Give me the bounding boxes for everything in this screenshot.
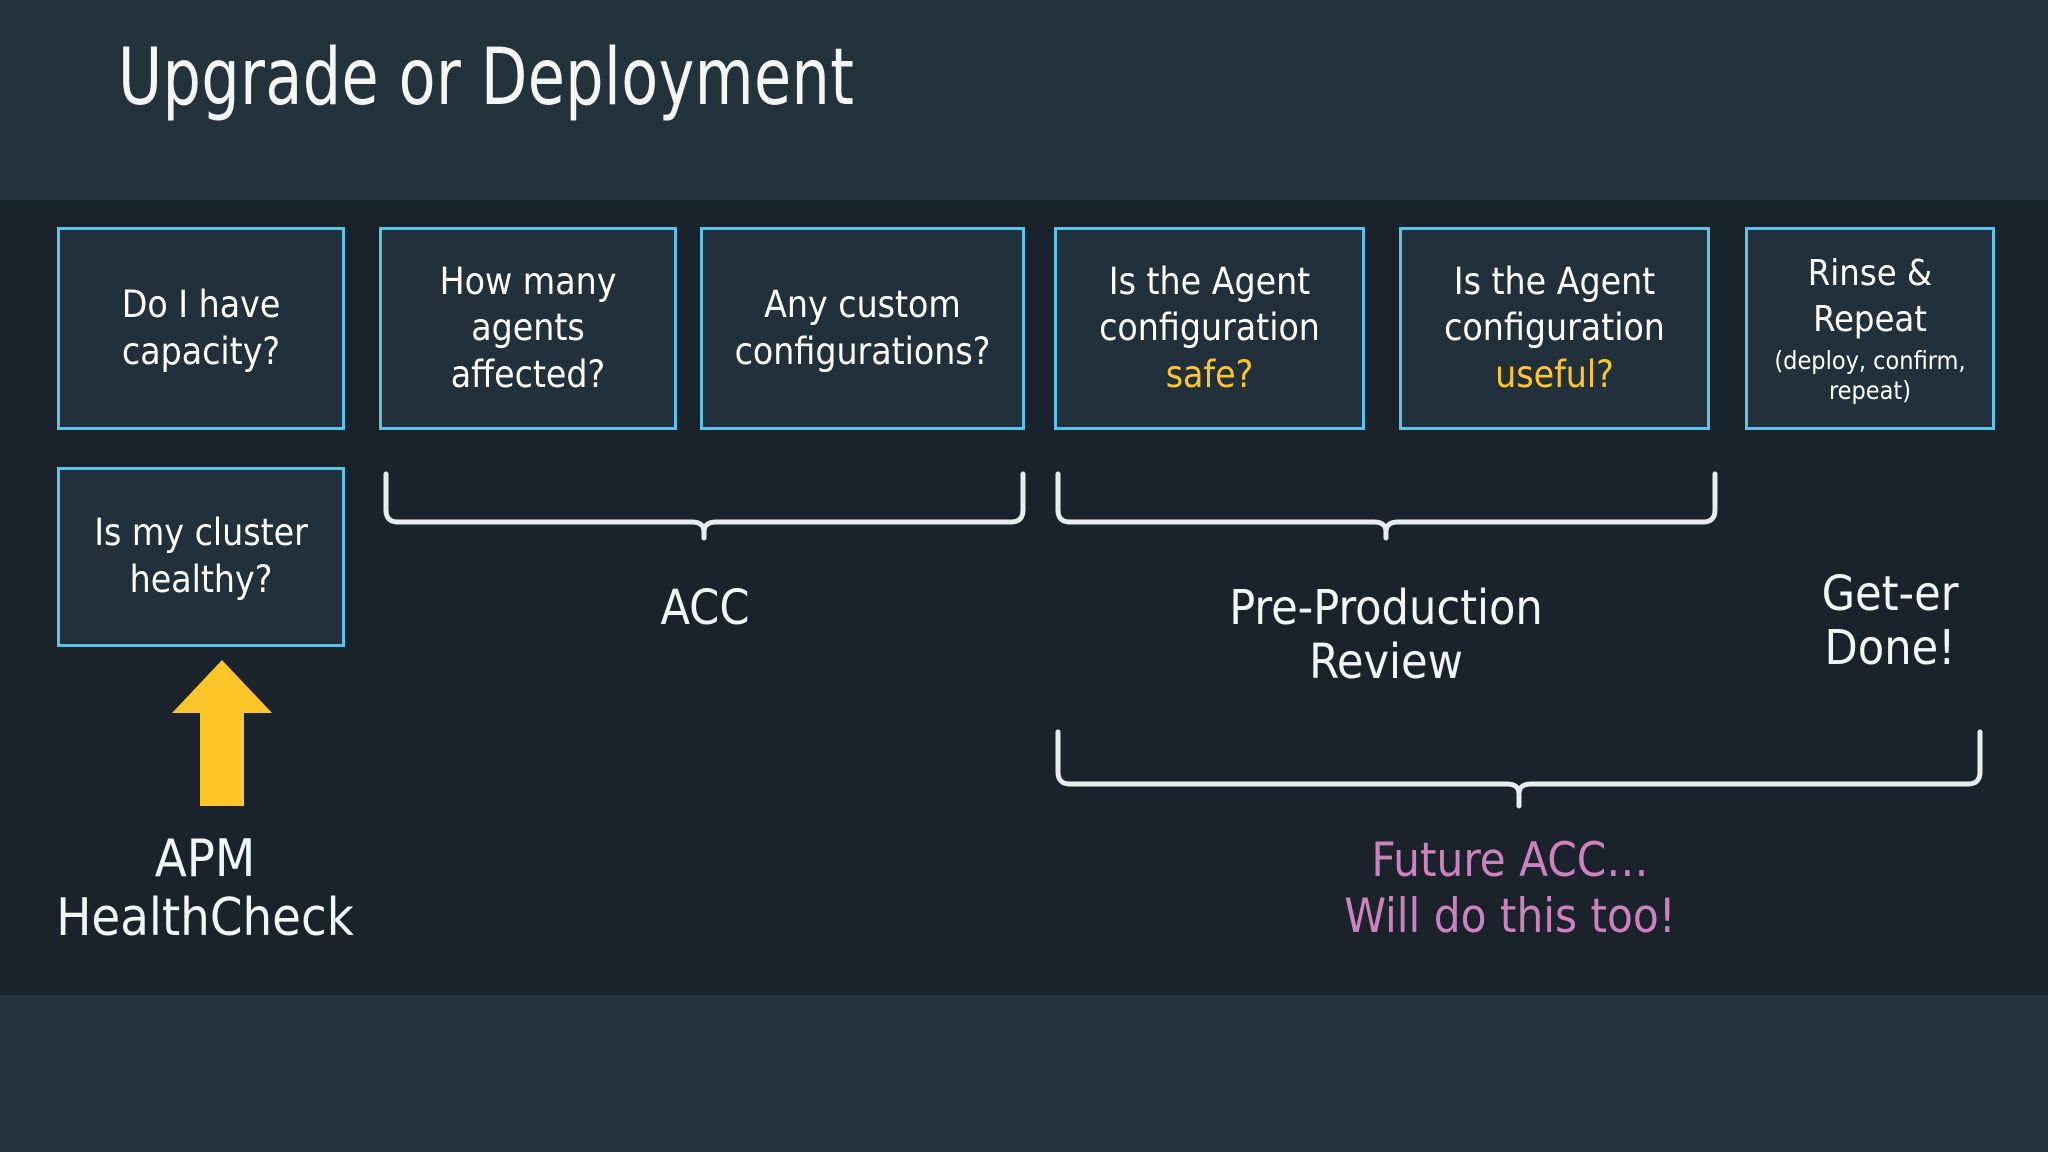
box-subtext: (deploy, confirm, repeat) (1774, 345, 1966, 405)
box-line: Is my cluster (94, 511, 308, 555)
box-line: healthy? (129, 558, 273, 601)
box-line: How many (439, 259, 617, 303)
box-how-many-agents-affected[interactable]: How many agents affected? (379, 227, 677, 430)
box-line: Repeat (1813, 298, 1927, 340)
box-do-i-have-capacity[interactable]: Do I have capacity? (57, 227, 345, 430)
box-is-agent-config-useful[interactable]: Is the Agent configuration useful? (1399, 227, 1710, 430)
box-rinse-and-repeat[interactable]: Rinse & Repeat (deploy, confirm, repeat) (1745, 227, 1995, 430)
box-highlight-safe: safe? (1165, 352, 1254, 396)
box-line: configurations? (734, 329, 991, 373)
group-label-line: Done! (1824, 619, 1956, 676)
page-title: Upgrade or Deployment (118, 33, 855, 123)
future-acc-line: Will do this too! (1344, 889, 1676, 945)
box-line: configuration (1099, 306, 1320, 350)
annotation-apm-healthcheck: APM HealthCheck (20, 829, 390, 949)
box-line: configuration (1444, 306, 1665, 350)
box-line: agents (471, 306, 585, 350)
future-acc-line: Future ACC… (1371, 833, 1649, 888)
box-line: Is the Agent (1453, 259, 1656, 303)
up-arrow-icon (172, 660, 272, 806)
apm-line: APM (154, 829, 256, 889)
group-label-line: Review (1309, 633, 1463, 690)
group-label-acc: ACC (505, 580, 905, 636)
annotation-future-acc: Future ACC… Will do this too! (1230, 833, 1790, 946)
group-label-line: Pre-Production (1229, 580, 1543, 636)
box-highlight-useful: useful? (1495, 352, 1614, 396)
box-any-custom-configurations[interactable]: Any custom configurations? (700, 227, 1025, 430)
box-line: Rinse & (1807, 253, 1933, 295)
box-is-my-cluster-healthy[interactable]: Is my cluster healthy? (57, 467, 345, 647)
group-label-get-er-done: Get-er Done! (1730, 566, 2048, 676)
header-band: Upgrade or Deployment (0, 0, 2048, 200)
group-label-line: Get-er (1821, 566, 1959, 622)
box-line: capacity? (121, 329, 281, 373)
box-line: Is the Agent (1108, 259, 1311, 303)
footer-band (0, 995, 2048, 1152)
box-line: Any custom (764, 282, 961, 326)
apm-line: HealthCheck (56, 888, 354, 949)
box-line: Do I have (121, 282, 281, 326)
box-is-agent-config-safe[interactable]: Is the Agent configuration safe? (1054, 227, 1365, 430)
box-line: affected? (450, 352, 606, 396)
group-label-line: ACC (660, 580, 750, 636)
group-label-pre-production-review: Pre-Production Review (1086, 580, 1686, 690)
